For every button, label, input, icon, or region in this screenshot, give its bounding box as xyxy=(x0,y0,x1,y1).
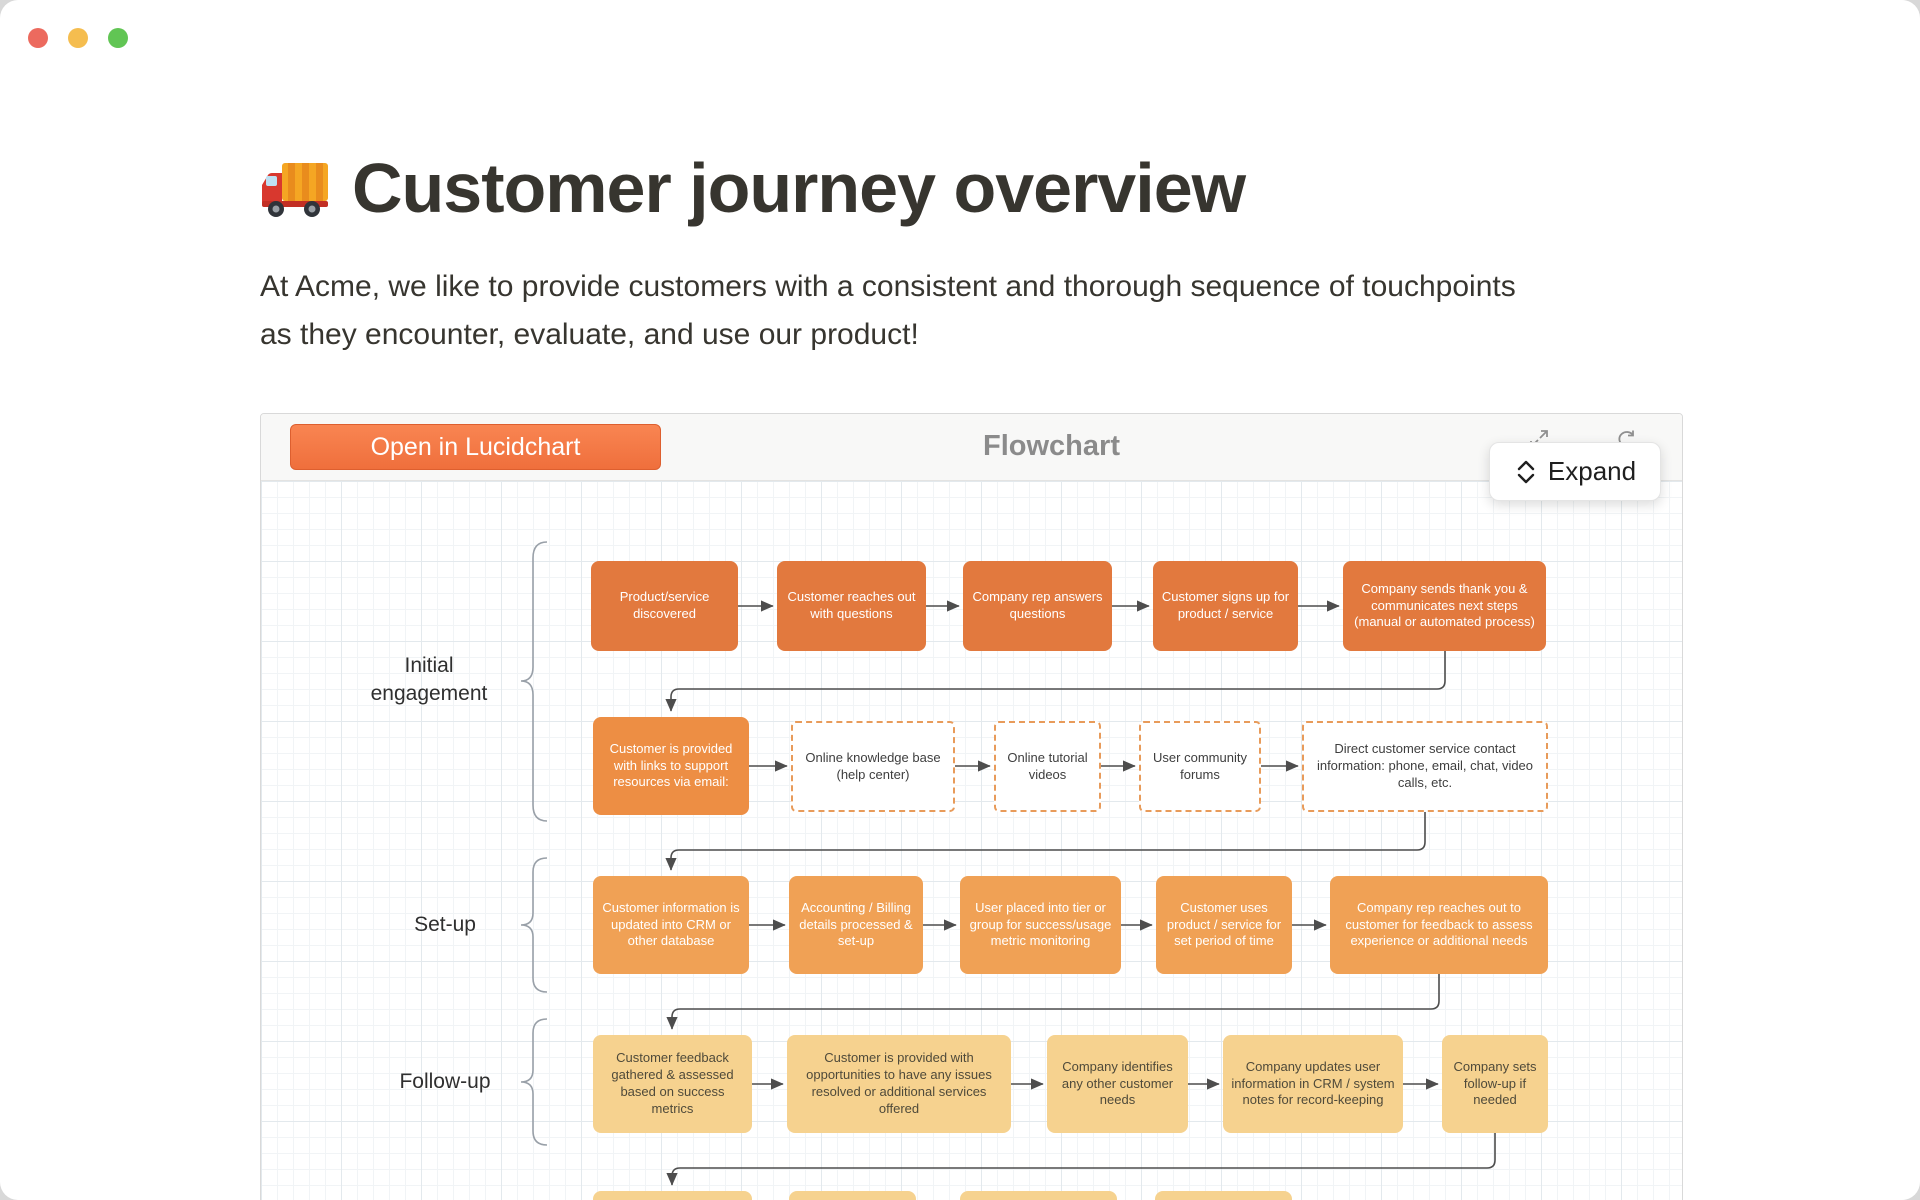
flow-box-customer-reaches-out: Customer reaches out with questions xyxy=(777,561,926,651)
flow-box-record-keeping: Company updates user information in CRM … xyxy=(1223,1035,1403,1133)
page-title[interactable]: Customer journey overview xyxy=(260,150,1683,227)
flow-box-product-discovered: Product/service discovered xyxy=(591,561,738,651)
embed-title: Flowchart xyxy=(983,430,1120,462)
flow-box-partial-4 xyxy=(1155,1191,1292,1200)
window-controls xyxy=(28,28,128,48)
expand-label: Expand xyxy=(1547,456,1637,486)
lane-label-initial-engagement: Initial engagement xyxy=(370,654,488,705)
zoom-button[interactable] xyxy=(108,28,128,48)
flow-box-service-contact-info: Direct customer service contact informat… xyxy=(1302,721,1548,812)
flow-box-thank-you: Company sends thank you & communicates n… xyxy=(1343,561,1546,651)
flow-box-customer-signs-up: Customer signs up for product / service xyxy=(1153,561,1298,651)
flow-box-crm-updated: Customer information is updated into CRM… xyxy=(593,876,749,974)
flow-box-partial-3 xyxy=(960,1191,1117,1200)
flow-box-support-links: Customer is provided with links to suppo… xyxy=(593,717,749,815)
flow-box-knowledge-base: Online knowledge base (help center) xyxy=(791,721,955,812)
flow-box-issues-resolved: Customer is provided with opportunities … xyxy=(787,1035,1011,1133)
page-content: Customer journey overview At Acme, we li… xyxy=(0,150,1920,1200)
flowchart-canvas: Initial engagement Set-up Follow-up Prod… xyxy=(261,481,1682,1200)
expand-collapse-icon xyxy=(1517,460,1535,483)
flow-box-tutorial-videos: Online tutorial videos xyxy=(994,721,1101,812)
open-in-lucidchart-button[interactable]: Open in Lucidchart xyxy=(290,424,661,470)
flow-box-billing-setup: Accounting / Billing details processed &… xyxy=(789,876,923,974)
flow-box-partial-1 xyxy=(593,1191,752,1200)
intro-line-1: At Acme, we like to provide customers wi… xyxy=(260,270,1516,303)
flow-box-rep-answers: Company rep answers questions xyxy=(963,561,1112,651)
lucidchart-embed: Open in Lucidchart Flowchart Expand xyxy=(260,413,1683,1200)
flow-box-partial-2 xyxy=(789,1191,916,1200)
flow-box-tier-placement: User placed into tier or group for succe… xyxy=(960,876,1121,974)
lane-label-follow-up: Follow-up xyxy=(399,1070,491,1093)
flow-box-community-forums: User community forums xyxy=(1139,721,1261,812)
close-button[interactable] xyxy=(28,28,48,48)
lane-label-set-up: Set-up xyxy=(414,913,476,936)
minimize-button[interactable] xyxy=(68,28,88,48)
page-title-text: Customer journey overview xyxy=(352,149,1246,227)
flow-box-feedback-assessed: Customer feedback gathered & assessed ba… xyxy=(593,1035,752,1133)
embed-header: Open in Lucidchart Flowchart xyxy=(261,414,1682,481)
expand-button[interactable]: Expand xyxy=(1489,442,1661,501)
fullscreen-icon[interactable] xyxy=(1527,427,1551,451)
flowchart-connectors xyxy=(520,541,1496,1186)
lane-braces xyxy=(520,541,548,1146)
intro-paragraph[interactable]: At Acme, we like to provide customers wi… xyxy=(260,263,1683,359)
flow-box-other-needs: Company identifies any other customer ne… xyxy=(1047,1035,1188,1133)
flow-box-sets-follow-up: Company sets follow-up if needed xyxy=(1442,1035,1548,1133)
flow-box-rep-feedback: Company rep reaches out to customer for … xyxy=(1330,876,1548,974)
flow-box-product-usage: Customer uses product / service for set … xyxy=(1156,876,1292,974)
truck-icon xyxy=(262,162,328,217)
intro-line-2: as they encounter, evaluate, and use our… xyxy=(260,318,919,351)
